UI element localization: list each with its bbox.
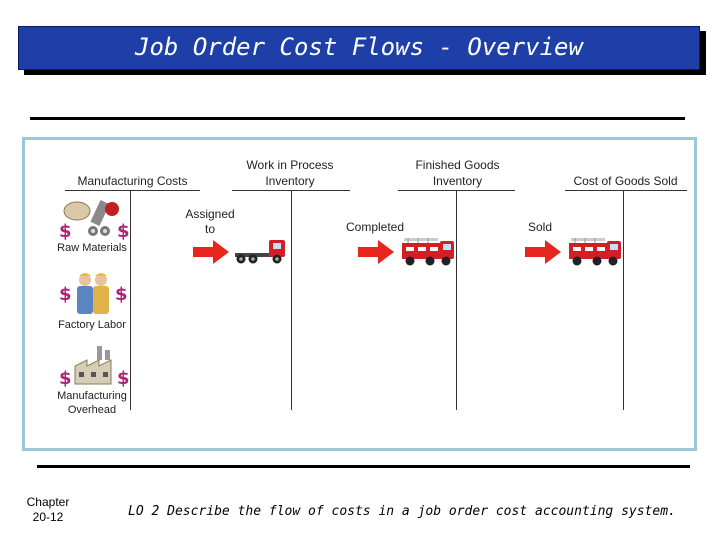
truck-chassis-icon — [235, 240, 285, 264]
cost-item-line1: Factory Labor — [58, 319, 126, 331]
account-title-manufacturing-costs: Manufacturing Costs — [65, 173, 200, 189]
fire-truck-icon — [569, 238, 621, 266]
slide-title: Job Order Cost Flows - Overview — [135, 33, 583, 61]
account-title-line1: Work in Process — [246, 158, 334, 172]
factory-labor-icon: $ $ — [59, 273, 128, 314]
factory-overhead-icon: $ $ — [59, 346, 129, 388]
account-title-line1: Manufacturing Costs — [77, 174, 188, 188]
cost-item-line1: Raw Materials — [57, 242, 127, 254]
t-account-top — [565, 190, 687, 191]
raw-materials-icon: $ $ — [59, 200, 129, 241]
flow-label-line1: Assigned — [185, 207, 235, 221]
flow-label-completed: Completed — [340, 220, 410, 235]
svg-text:$: $ — [117, 368, 129, 388]
account-title-work-in-process: Work in Process Inventory — [225, 157, 355, 189]
account-title-cost-of-goods-sold: Cost of Goods Sold — [563, 173, 688, 189]
chapter-line2: 20-12 — [32, 510, 64, 524]
flow-label-line2: to — [204, 222, 215, 236]
cost-item-factory-labor: Factory Labor — [49, 318, 135, 332]
account-title-finished-goods: Finished Goods Inventory — [395, 157, 520, 189]
flow-label-line1: Completed — [345, 220, 405, 234]
chapter-label: Chapter 20-12 — [22, 495, 74, 525]
t-account-stem — [291, 190, 292, 410]
account-title-line2: Inventory — [432, 174, 483, 188]
title-bar: Job Order Cost Flows - Overview — [18, 26, 700, 70]
right-arrow-icon — [358, 240, 394, 264]
svg-text:$: $ — [59, 368, 72, 388]
svg-text:$: $ — [115, 284, 128, 305]
account-title-line1: Finished Goods — [415, 158, 500, 172]
flow-label-assigned-to: Assigned to — [175, 207, 245, 237]
diagram-panel: Manufacturing Costs Work in Process Inve… — [22, 137, 697, 451]
account-title-line1: Cost of Goods Sold — [573, 174, 678, 188]
t-account-stem — [456, 190, 457, 410]
right-arrow-icon — [525, 240, 561, 264]
cost-item-line2: Overhead — [67, 404, 117, 416]
flow-label-sold: Sold — [520, 220, 560, 235]
fire-truck-icon — [402, 238, 454, 266]
t-account-stem — [130, 190, 131, 410]
cost-item-line1: Manufacturing — [57, 390, 127, 402]
bottom-rule — [37, 465, 690, 468]
cost-item-manufacturing-overhead: Manufacturing Overhead — [49, 389, 135, 417]
right-arrow-icon — [193, 240, 229, 264]
svg-text:$: $ — [59, 284, 72, 305]
t-account-top — [65, 190, 200, 191]
t-account-stem — [623, 190, 624, 410]
cost-item-raw-materials: Raw Materials — [49, 241, 135, 255]
svg-text:$: $ — [59, 221, 72, 241]
chapter-line1: Chapter — [26, 495, 70, 509]
account-title-line2: Inventory — [265, 174, 315, 188]
top-rule — [30, 117, 685, 120]
flow-label-line1: Sold — [527, 220, 553, 234]
learning-objective: LO 2 Describe the flow of costs in a job… — [128, 504, 676, 519]
svg-text:$: $ — [117, 221, 129, 241]
